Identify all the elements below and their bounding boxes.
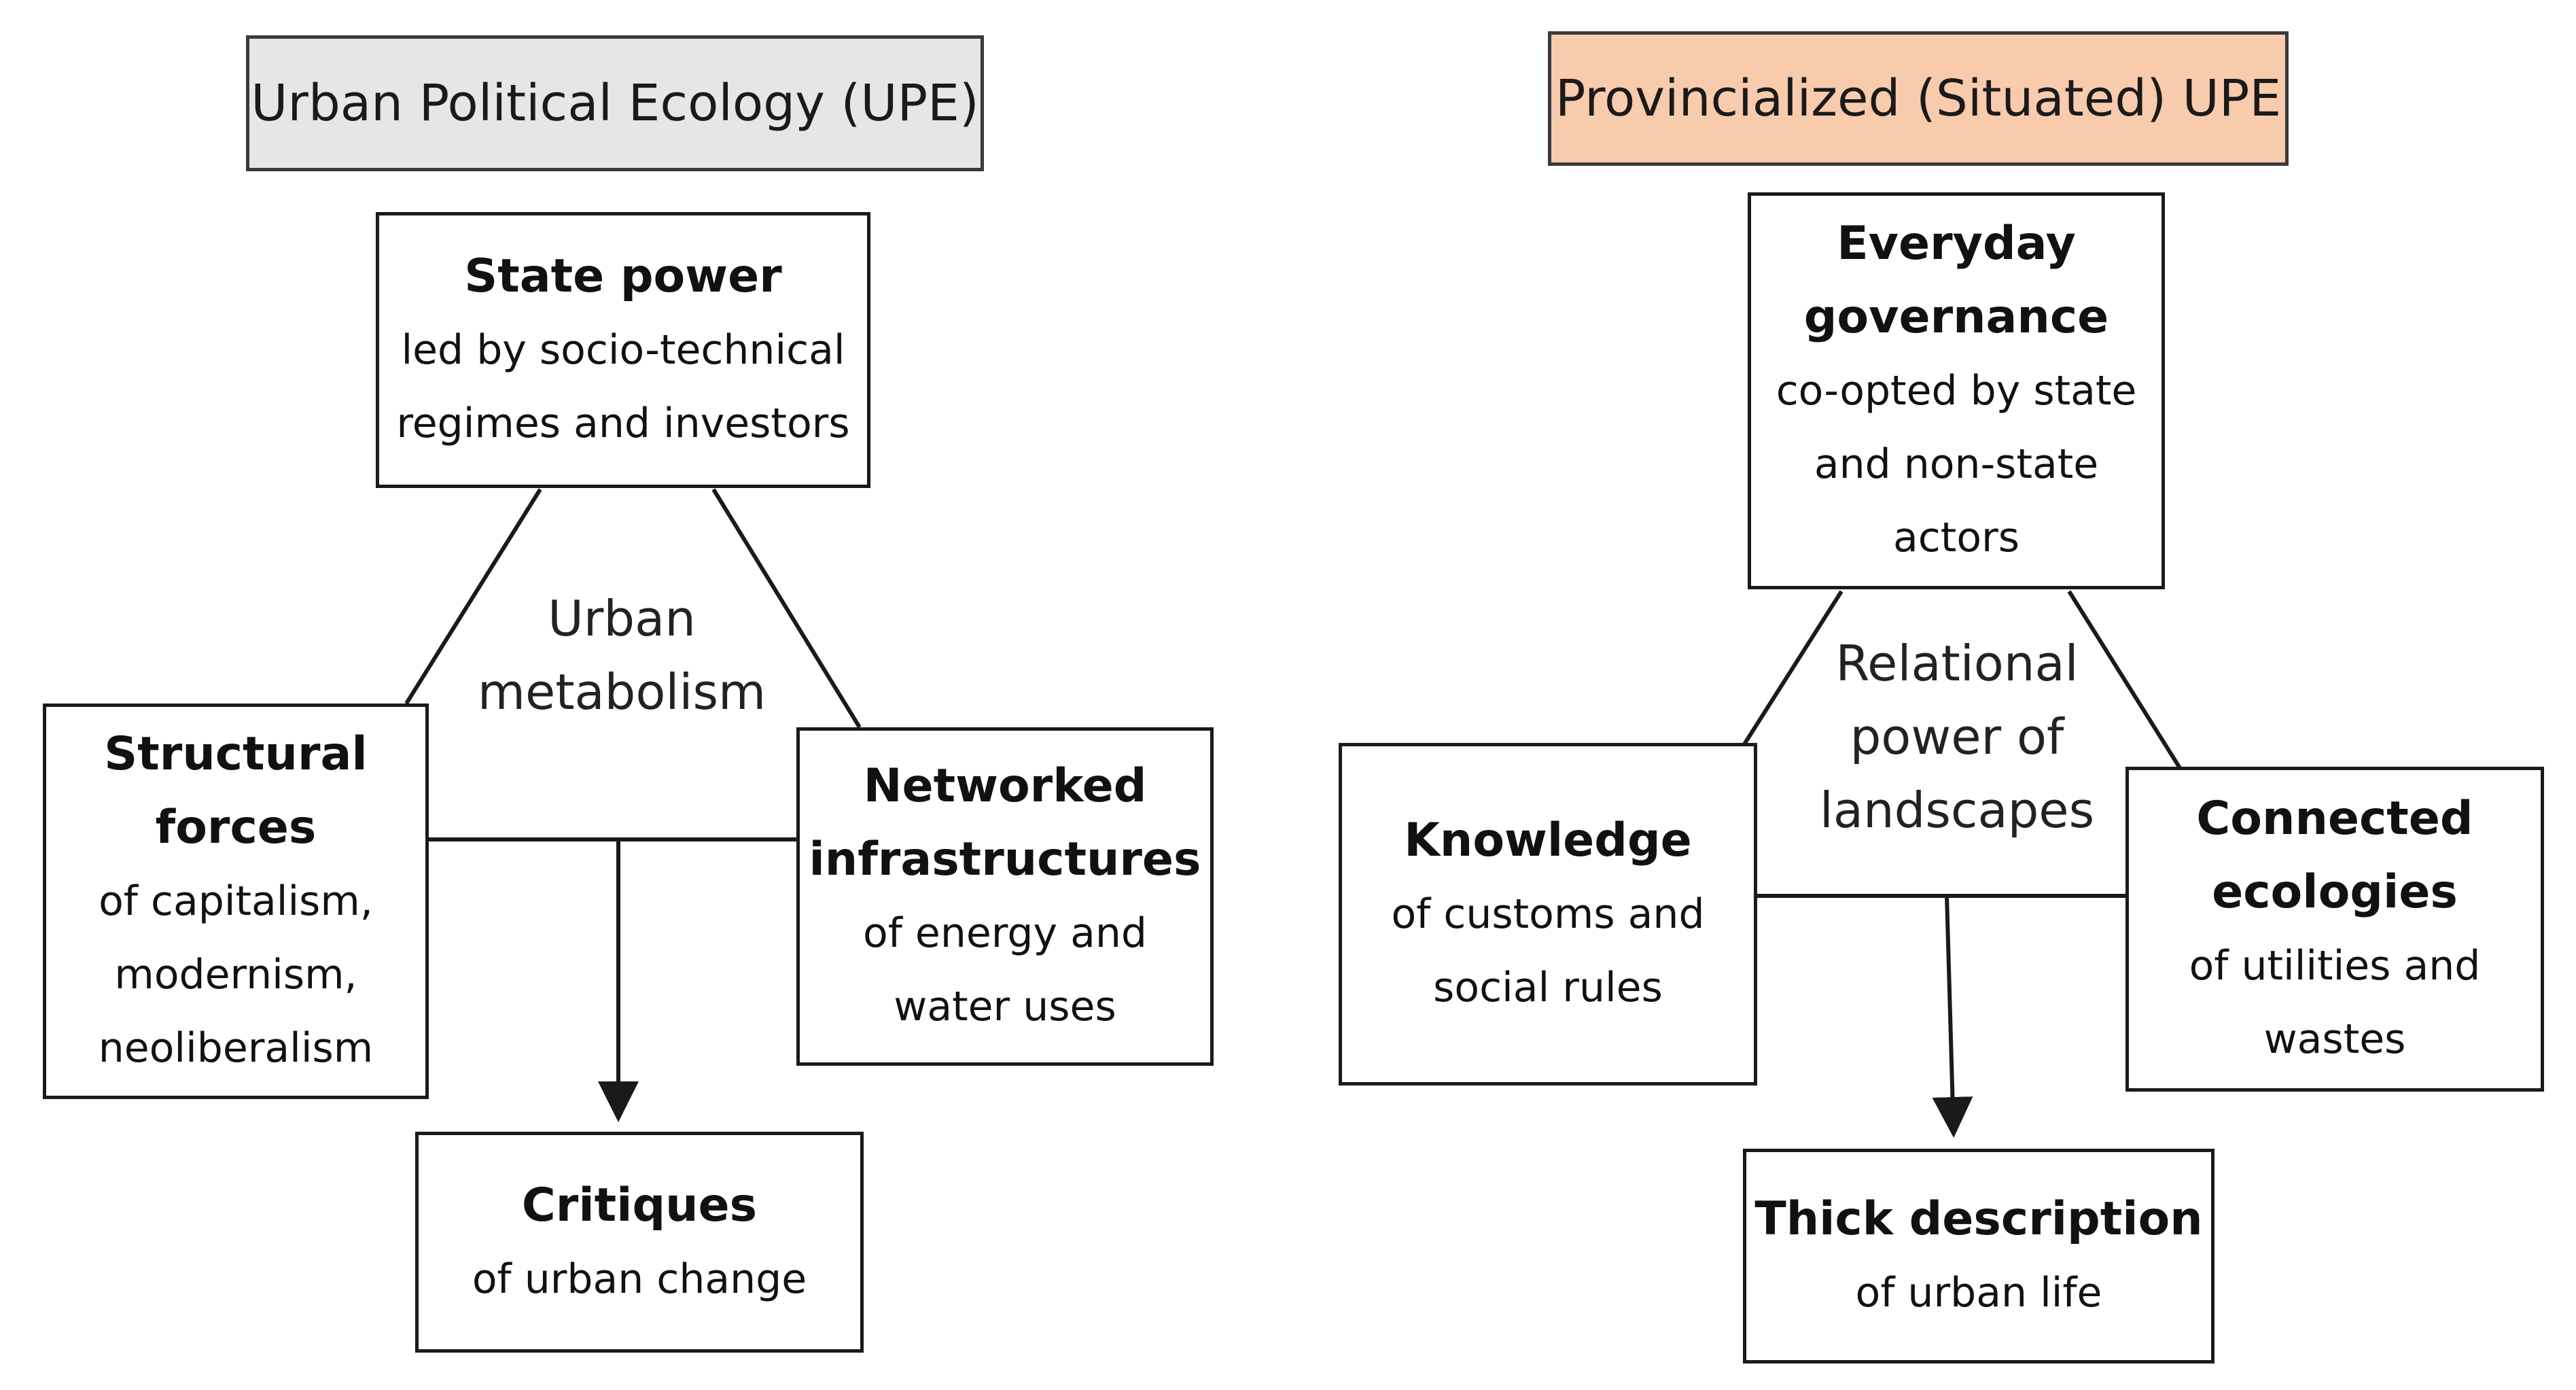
right-bottom-node-thick-description: Thick description of urban life: [1743, 1149, 2215, 1363]
right-bottom-heading: Thick description: [1754, 1192, 2203, 1246]
right-top-line: actors: [1893, 514, 2019, 561]
left-bottom-line: of urban change: [472, 1255, 807, 1303]
right-connector-top-to-left: [1741, 590, 1843, 748]
right-right-heading: ecologies: [2212, 865, 2458, 919]
left-right-heading: Networked: [863, 759, 1147, 813]
left-connector-top-to-left: [404, 488, 542, 705]
right-top-line: and non-state: [1814, 440, 2099, 488]
right-right-line: of utilities and: [2189, 942, 2481, 990]
right-center-label: Relational power of landscapes: [1780, 627, 2134, 847]
right-top-heading: Everyday: [1837, 217, 2076, 271]
left-top-line: led by socio-technical: [401, 326, 845, 374]
right-top-line: co-opted by state: [1776, 367, 2137, 415]
left-left-line: neoliberalism: [98, 1024, 374, 1072]
left-left-node-structural-forces: Structural forces of capitalism, moderni…: [43, 703, 429, 1099]
right-left-line: of customs and: [1391, 890, 1705, 938]
right-center-label-line: landscapes: [1819, 782, 2095, 839]
left-top-heading: State power: [464, 249, 782, 303]
left-left-heading: forces: [155, 801, 317, 854]
right-right-node-connected-ecologies: Connected ecologies of utilities and was…: [2125, 767, 2544, 1092]
left-diagram-title-text: Urban Political Ecology (UPE): [251, 74, 979, 133]
left-right-line: of energy and: [863, 909, 1147, 957]
left-center-label-line: Urban: [548, 590, 696, 647]
left-top-line: regimes and investors: [396, 400, 850, 447]
right-diagram-title-text: Provincialized (Situated) UPE: [1555, 69, 2282, 128]
right-bottom-line: of urban life: [1855, 1269, 2102, 1317]
left-bottom-heading: Critiques: [521, 1178, 758, 1232]
right-left-line: social rules: [1433, 964, 1663, 1011]
left-top-node-state-power: State power led by socio-technical regim…: [376, 212, 870, 488]
right-top-heading: governance: [1803, 290, 2109, 344]
left-right-node-networked-infrastructures: Networked infrastructures of energy and …: [796, 727, 1214, 1066]
right-connector-top-to-right: [2067, 590, 2183, 771]
left-center-label: Urban metabolism: [455, 582, 788, 729]
right-center-label-line: Relational: [1835, 635, 2079, 692]
left-connector-top-to-right: [711, 488, 862, 729]
left-left-line: modernism,: [114, 951, 357, 998]
left-right-line: water uses: [894, 983, 1116, 1030]
left-left-heading: Structural: [104, 727, 368, 781]
left-bottom-node-critiques: Critiques of urban change: [415, 1132, 864, 1353]
right-right-heading: Connected: [2196, 792, 2473, 846]
right-left-node-knowledge: Knowledge of customs and social rules: [1339, 743, 1757, 1085]
right-connector-arrow-down: [1932, 895, 1973, 1138]
left-right-heading: infrastructures: [809, 833, 1201, 886]
left-center-label-line: metabolism: [477, 663, 766, 720]
right-right-line: wastes: [2263, 1015, 2406, 1063]
left-diagram-title: Urban Political Ecology (UPE): [246, 35, 984, 171]
right-top-node-everyday-governance: Everyday governance co-opted by state an…: [1748, 192, 2165, 589]
right-diagram-title: Provincialized (Situated) UPE: [1548, 31, 2289, 166]
right-left-heading: Knowledge: [1404, 814, 1692, 867]
left-left-line: of capitalism,: [99, 878, 373, 925]
right-center-label-line: power of: [1850, 708, 2064, 765]
